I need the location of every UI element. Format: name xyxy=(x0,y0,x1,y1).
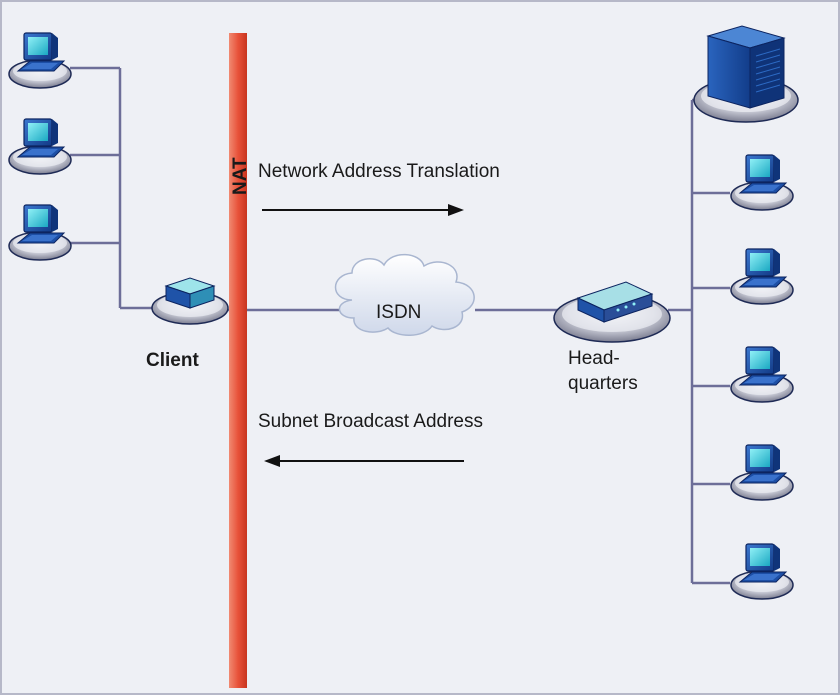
client-lan-lines xyxy=(70,66,160,310)
left-arrow-icon xyxy=(264,455,464,467)
nat-barrier xyxy=(229,33,247,688)
broadcast-direction-label: Subnet Broadcast Address xyxy=(258,411,483,432)
headquarters-label-line1: Head- xyxy=(568,348,620,369)
isdn-cloud-icon: ISDN xyxy=(334,253,475,336)
client-label: Client xyxy=(146,350,199,371)
headquarters-label-line2: quarters xyxy=(568,373,638,394)
nat-label: NAT xyxy=(230,157,251,195)
right-arrow-icon xyxy=(262,204,464,216)
hq-server-icon xyxy=(693,25,799,123)
isdn-label: ISDN xyxy=(376,302,421,323)
nat-direction-label: Network Address Translation xyxy=(258,161,500,182)
